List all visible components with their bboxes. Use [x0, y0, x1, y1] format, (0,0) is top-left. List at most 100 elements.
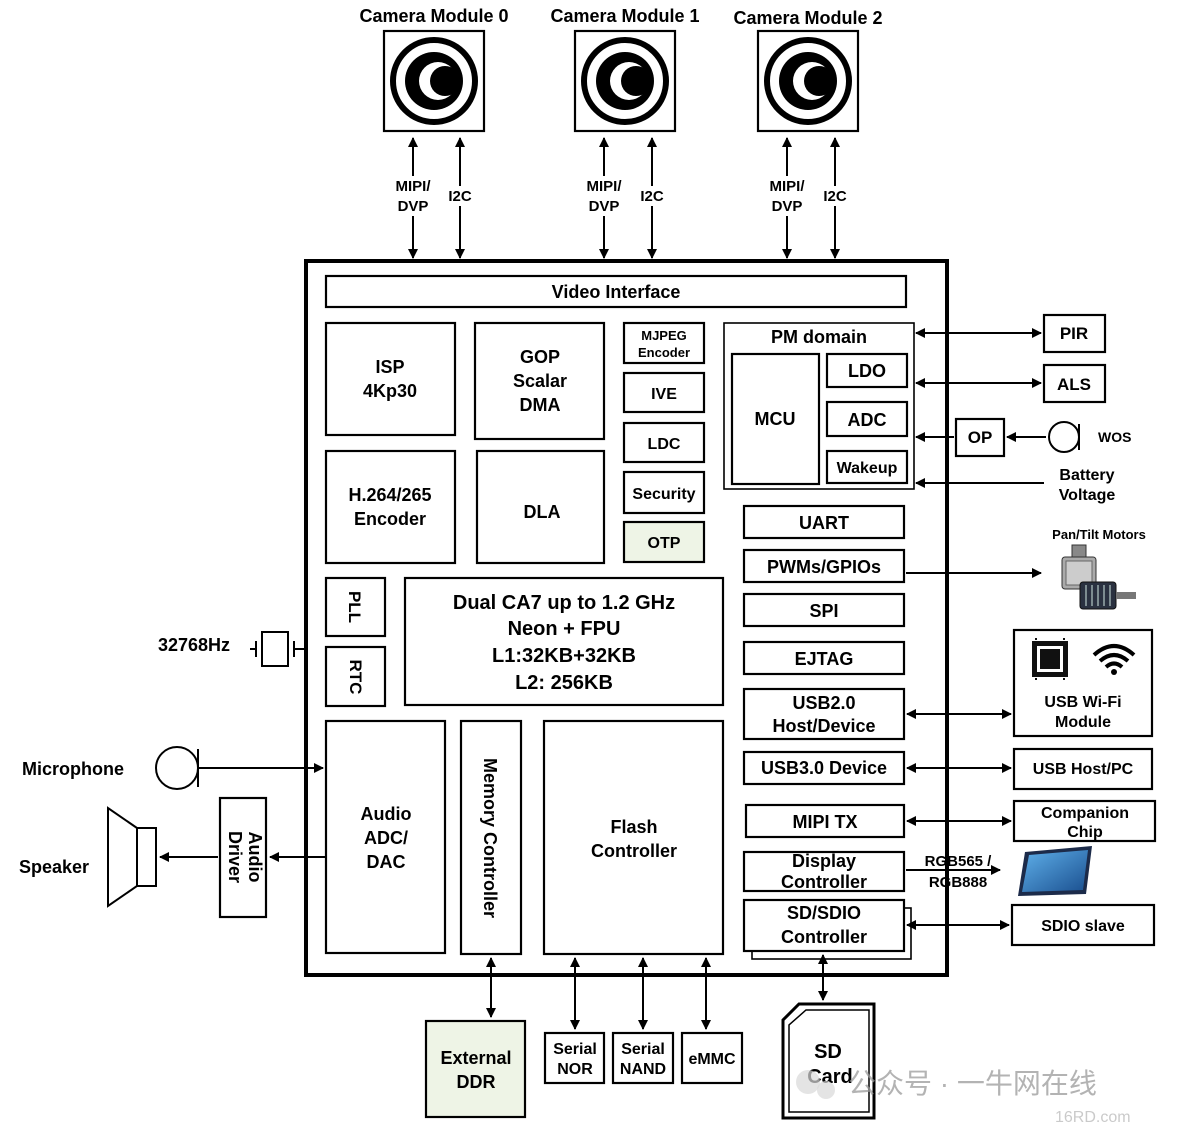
- svg-text:OTP: OTP: [648, 535, 681, 552]
- svg-text:Controller: Controller: [781, 872, 867, 892]
- bus-label-mipi: MIPI/: [769, 178, 805, 195]
- svg-text:EJTAG: EJTAG: [795, 649, 854, 669]
- svg-text:GOP: GOP: [520, 347, 560, 367]
- sdio-slave: SDIO slave: [1010, 903, 1156, 947]
- pll-block: PLL: [324, 576, 387, 638]
- svg-text:SDIO slave: SDIO slave: [1041, 918, 1125, 935]
- mjpeg-encoder-block: MJPEG Encoder: [622, 321, 706, 365]
- svg-text:NAND: NAND: [620, 1061, 666, 1078]
- svg-text:MCU: MCU: [755, 409, 796, 429]
- bus-label-dvp: DVP: [772, 198, 803, 215]
- svg-text:L1:32KB+32KB: L1:32KB+32KB: [492, 645, 636, 667]
- svg-text:DAC: DAC: [367, 852, 406, 872]
- battery-label: Voltage: [1059, 487, 1116, 504]
- svg-text:ADC/: ADC/: [364, 828, 408, 848]
- svg-text:PM domain: PM domain: [771, 327, 867, 347]
- svg-text:Memory Controller: Memory Controller: [480, 758, 500, 918]
- camera-lens-icon: [581, 37, 669, 125]
- bus-label-i2c: I2C: [448, 188, 472, 205]
- op-amp: OP: [954, 417, 1006, 458]
- speaker-icon: [107, 806, 157, 908]
- camera-module-1: Camera Module 1: [550, 6, 700, 133]
- camera-title: Camera Module 0: [359, 6, 508, 26]
- svg-text:公众号 · 一牛网在线: 公众号 · 一牛网在线: [848, 1068, 1097, 1099]
- watermark: 公众号 · 一牛网在线 16RD.com: [796, 1068, 1131, 1126]
- serial-nand: Serial NAND: [611, 1031, 675, 1085]
- mipi-tx-block: MIPI TX: [744, 803, 906, 839]
- svg-text:OP: OP: [968, 428, 993, 447]
- external-ddr: External DDR: [424, 1019, 527, 1119]
- bus-label-i2c: I2C: [640, 188, 664, 205]
- camera-lens-icon: [764, 37, 852, 125]
- svg-text:USB2.0: USB2.0: [792, 693, 855, 713]
- svg-text:ALS: ALS: [1057, 375, 1091, 394]
- svg-text:USB Host/PC: USB Host/PC: [1033, 761, 1134, 778]
- bus-label-dvp: DVP: [589, 198, 620, 215]
- companion-chip: Companion Chip: [1012, 799, 1157, 843]
- wos-sensor-icon: [1048, 421, 1080, 453]
- crystal-icon: [250, 631, 306, 667]
- speaker-label: Speaker: [19, 857, 89, 877]
- svg-text:Audio: Audio: [245, 832, 265, 883]
- usb-wifi-module: USB Wi-Fi Module: [1012, 628, 1154, 738]
- pir-sensor: PIR: [1042, 313, 1107, 354]
- otp-block: OTP: [622, 520, 706, 564]
- svg-text:Controller: Controller: [591, 841, 677, 861]
- svg-text:PWMs/GPIOs: PWMs/GPIOs: [767, 557, 881, 577]
- pm-domain-block: PM domain MCU LDO ADC Wakeup: [723, 322, 915, 490]
- flash-controller-block: Flash Controller: [542, 719, 725, 956]
- chip-icon: [1032, 638, 1068, 680]
- svg-text:RTC: RTC: [346, 660, 365, 695]
- svg-text:SPI: SPI: [809, 601, 838, 621]
- uart-block: UART: [742, 504, 906, 540]
- microphone-label: Microphone: [22, 759, 124, 779]
- usb-host-pc: USB Host/PC: [1012, 747, 1154, 791]
- svg-text:L2: 256KB: L2: 256KB: [515, 672, 613, 694]
- ive-block: IVE: [622, 371, 706, 414]
- bus-label-mipi: MIPI/: [395, 178, 431, 195]
- display-controller-block: Display Controller: [742, 850, 906, 893]
- svg-text:ADC: ADC: [848, 410, 887, 430]
- svg-text:DLA: DLA: [524, 502, 561, 522]
- motor-icon: [1061, 544, 1136, 610]
- svg-text:SD/SDIO: SD/SDIO: [787, 903, 861, 923]
- camera-bus-links: MIPI/ DVP I2C MIPI/ DVP I2C MIPI/ DVP I2…: [392, 137, 851, 259]
- svg-text:PLL: PLL: [345, 591, 364, 623]
- ldc-block: LDC: [622, 421, 706, 464]
- camera-module-2: Camera Module 2: [733, 8, 883, 133]
- wifi-icon: [1092, 644, 1136, 675]
- sd-card-icon: SD Card: [781, 1002, 876, 1120]
- audio-adc-dac-block: Audio ADC/ DAC: [324, 719, 447, 955]
- svg-text:Module: Module: [1055, 714, 1111, 731]
- svg-text:MIPI TX: MIPI TX: [792, 812, 857, 832]
- svg-text:16RD.com: 16RD.com: [1055, 1109, 1131, 1126]
- svg-text:Encoder: Encoder: [354, 509, 426, 529]
- svg-text:DDR: DDR: [457, 1072, 496, 1092]
- video-interface-block: Video Interface: [324, 274, 908, 309]
- svg-text:Encoder: Encoder: [638, 345, 690, 360]
- svg-text:H.264/265: H.264/265: [348, 485, 431, 505]
- bus-label-dvp: DVP: [398, 198, 429, 215]
- svg-text:Audio: Audio: [361, 804, 412, 824]
- svg-text:Chip: Chip: [1067, 824, 1103, 841]
- rgb-label: RGB888: [929, 874, 987, 891]
- audio-driver-block: Audio Driver: [218, 796, 268, 919]
- svg-text:Scalar: Scalar: [513, 371, 567, 391]
- svg-text:Dual CA7 up to 1.2 GHz: Dual CA7 up to 1.2 GHz: [453, 592, 675, 614]
- svg-text:LDO: LDO: [848, 361, 886, 381]
- spi-block: SPI: [742, 592, 906, 628]
- rtc-block: RTC: [324, 645, 387, 708]
- svg-text:4Kp30: 4Kp30: [363, 381, 417, 401]
- svg-text:Serial: Serial: [621, 1041, 665, 1058]
- rgb-label: RGB565 /: [925, 853, 993, 870]
- video-encoder-block: H.264/265 Encoder: [324, 449, 457, 565]
- ejtag-block: EJTAG: [742, 640, 906, 676]
- svg-text:Security: Security: [632, 486, 695, 503]
- wos-label: WOS: [1098, 429, 1131, 445]
- cpu-block: Dual CA7 up to 1.2 GHz Neon + FPU L1:32K…: [403, 576, 725, 707]
- svg-text:PIR: PIR: [1060, 324, 1088, 343]
- camera-title: Camera Module 1: [550, 6, 699, 26]
- sdio-controller-block: SD/SDIO Controller: [742, 898, 912, 960]
- microphone-icon: [155, 746, 199, 790]
- dla-block: DLA: [475, 449, 606, 565]
